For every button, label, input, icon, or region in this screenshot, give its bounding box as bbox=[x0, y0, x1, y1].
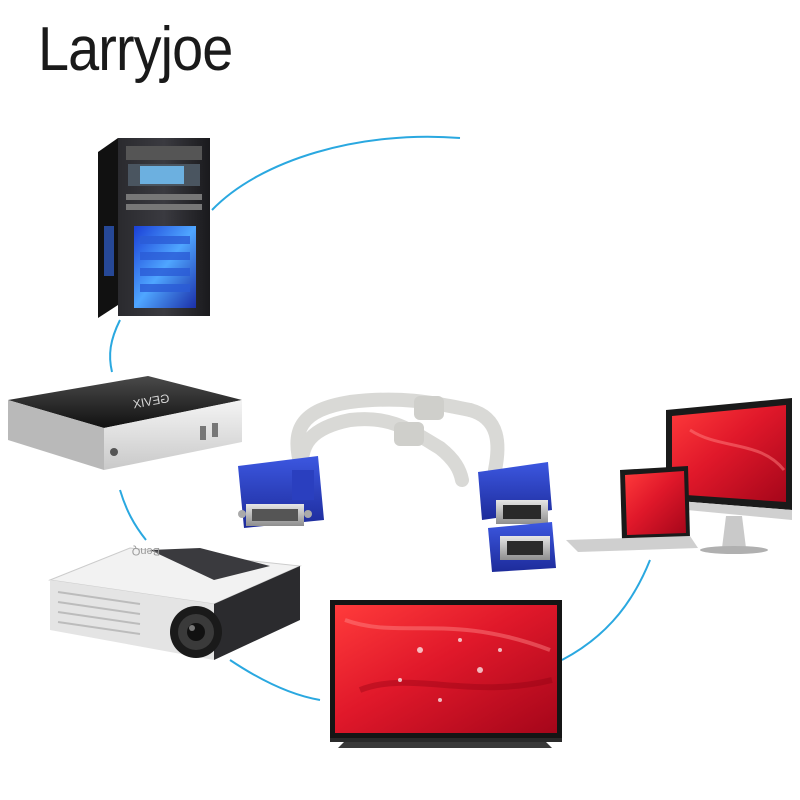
set-top-box: GEVIX bbox=[8, 376, 242, 470]
monitor-and-laptop bbox=[566, 398, 792, 554]
television bbox=[330, 600, 562, 748]
projector: BenQ bbox=[48, 545, 302, 660]
projector-logo: BenQ bbox=[131, 545, 160, 557]
pc-tower bbox=[98, 138, 210, 318]
connection-lines bbox=[109, 135, 651, 701]
vga-splitter-cable bbox=[238, 392, 556, 572]
set-top-box-logo: GEVIX bbox=[132, 391, 171, 411]
brand-logo: Larryjoe bbox=[38, 15, 233, 84]
